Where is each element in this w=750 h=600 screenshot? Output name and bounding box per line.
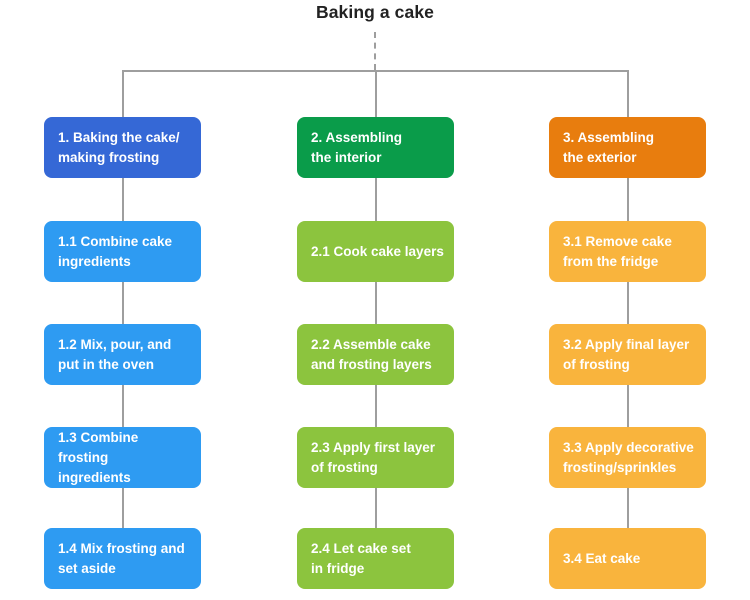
connector-2-4 (374, 488, 377, 528)
connector-1-4 (121, 488, 124, 528)
connector-3-1 (626, 178, 629, 221)
node-1-3: 1.3 Combine frosting ingredients (44, 427, 201, 488)
node-1-1: 1.1 Combine cake ingredients (44, 221, 201, 282)
node-3-3: 3.3 Apply decorative frosting/sprinkles (549, 427, 706, 488)
node-2-4: 2.4 Let cake set in fridge (297, 528, 454, 589)
connector-1-3 (121, 385, 124, 427)
connector-2-1 (374, 178, 377, 221)
connector-branch2-drop (374, 70, 377, 117)
connector-3-2 (626, 282, 629, 324)
diagram-title: Baking a cake (315, 2, 435, 22)
node-2-header: 2. Assembling the interior (297, 117, 454, 178)
node-1-4: 1.4 Mix frosting and set aside (44, 528, 201, 589)
connector-2-2 (374, 282, 377, 324)
node-2-1: 2.1 Cook cake layers (297, 221, 454, 282)
node-1-header: 1. Baking the cake/ making frosting (44, 117, 201, 178)
node-2-2: 2.2 Assemble cake and frosting layers (297, 324, 454, 385)
connector-branch3-drop (626, 70, 629, 117)
node-1-2: 1.2 Mix, pour, and put in the oven (44, 324, 201, 385)
connector-2-3 (374, 385, 377, 427)
connector-3-4 (626, 488, 629, 528)
node-3-1: 3.1 Remove cake from the fridge (549, 221, 706, 282)
connector-1-2 (121, 282, 124, 324)
node-3-header: 3. Assembling the exterior (549, 117, 706, 178)
connector-3-3 (626, 385, 629, 427)
node-3-4: 3.4 Eat cake (549, 528, 706, 589)
connector-1-1 (121, 178, 124, 221)
connector-branch1-drop (121, 70, 124, 117)
connector-title-dashed-line (374, 32, 376, 70)
node-3-2: 3.2 Apply final layer of frosting (549, 324, 706, 385)
node-2-3: 2.3 Apply first layer of frosting (297, 427, 454, 488)
